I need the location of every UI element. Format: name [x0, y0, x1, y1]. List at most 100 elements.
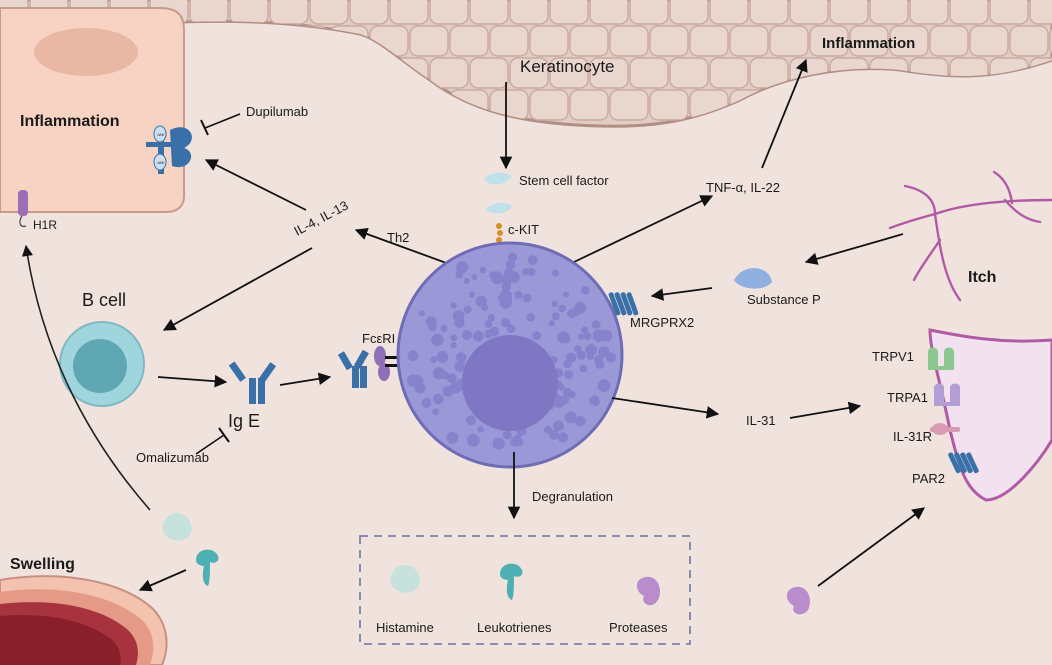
granule: [605, 352, 617, 363]
granule: [472, 330, 484, 342]
keratinocyte-cell: [829, 0, 869, 25]
keratinocyte-cell: [469, 57, 509, 89]
granule: [497, 294, 504, 302]
mast-cell: [396, 241, 624, 469]
granule: [456, 261, 469, 274]
granule: [430, 356, 438, 363]
keratinocyte-cell: [809, 25, 849, 57]
inflammation-left-label: Inflammation: [20, 113, 120, 130]
granule: [508, 271, 520, 283]
granule: [510, 436, 521, 447]
granule: [440, 325, 448, 333]
trpv1-channel-icon: [928, 347, 954, 370]
swelling-label: Swelling: [10, 556, 75, 573]
keratinocyte-cell: [589, 57, 629, 89]
keratinocyte-cell: [449, 25, 489, 57]
keratinocyte-cell: [569, 25, 609, 57]
keratinocyte-cell: [1009, 25, 1049, 57]
granule: [581, 285, 590, 295]
stem-cell-factor-icon: [484, 172, 512, 214]
granule: [475, 295, 487, 307]
granule: [450, 381, 462, 394]
trpa1-label: TRPA1: [887, 390, 928, 405]
granule: [552, 269, 559, 277]
granule: [450, 342, 457, 349]
granule: [468, 291, 476, 298]
blood-vessel: [0, 575, 168, 665]
omalizumab-inhibition-bar: [218, 427, 230, 443]
par2-label: PAR2: [912, 471, 945, 486]
trpa1-channel-icon: [934, 383, 960, 406]
jak-label-top: JAK: [157, 132, 165, 137]
keratinocyte-cell: [429, 0, 469, 25]
substance-p-to-mrgprx2-arrow: [650, 287, 713, 301]
keratinocyte-cell: [409, 25, 449, 57]
keratinocyte-cell: [609, 89, 649, 121]
granule: [414, 374, 422, 382]
granule: [576, 350, 586, 360]
h1r-receptor-icon: [18, 190, 28, 227]
granule: [454, 360, 466, 372]
omalizumab-label: Omalizumab: [136, 450, 209, 465]
granule: [502, 430, 512, 440]
keratinocyte-cell: [949, 0, 989, 25]
il31-to-neuron-arrow: [789, 401, 862, 419]
trpv1-label: TRPV1: [872, 349, 914, 364]
granule: [414, 382, 426, 394]
keratinocyte-cell: [929, 25, 969, 57]
il4-to-b-cell-arrow: [162, 247, 313, 331]
mast-to-tnf-arrow: [573, 195, 714, 263]
substance-p-icon: [734, 268, 772, 289]
keratinocyte-cell: [269, 0, 309, 25]
granule: [560, 395, 570, 405]
keratinocyte-cell: [649, 25, 689, 57]
granule: [437, 351, 447, 362]
free-protease-icon: [786, 586, 811, 615]
keratinocyte-cell: [589, 0, 629, 25]
keratinocyte-cell: [1029, 0, 1052, 25]
b-cell-nucleus: [73, 339, 127, 393]
keratinocyte-cell: [489, 25, 529, 57]
granule: [479, 266, 487, 274]
keratinocyte-cell: [189, 0, 229, 25]
keratinocyte-cell: [749, 0, 789, 25]
th2-label: Th2: [387, 230, 409, 245]
omalizumab-inhibition-line: [195, 434, 225, 455]
keratinocyte-cell: [509, 57, 549, 89]
granule: [514, 290, 523, 300]
granule: [566, 352, 577, 363]
granule: [462, 329, 473, 341]
granule: [507, 252, 517, 262]
keratinocyte-cell: [429, 57, 469, 89]
granule: [591, 320, 601, 329]
fceri-receptor-icon: [337, 346, 405, 388]
il31r-label: IL-31R: [893, 429, 932, 444]
b-cell-to-ige-arrow: [157, 374, 228, 388]
granule: [595, 360, 605, 369]
il4-to-receptor-arrow: [204, 159, 307, 211]
dupilumab-inhibition-line: [204, 113, 241, 129]
tnf-il22-label: TNF-α, IL-22: [706, 180, 780, 195]
mast-cell-nucleus: [462, 335, 558, 431]
granule: [456, 352, 467, 363]
granule: [484, 320, 493, 329]
free-leukotriene-icon: [196, 549, 219, 586]
granule: [557, 331, 570, 344]
mediators-box: [359, 535, 691, 645]
keratinocyte-cell: [669, 57, 709, 89]
degranulation-label: Degranulation: [532, 489, 613, 504]
keratinocyte-cell: [509, 0, 549, 25]
keratinocyte-cell: [989, 0, 1029, 25]
protease-icon: [636, 576, 661, 606]
granule: [505, 260, 516, 270]
b-cell: [59, 321, 145, 407]
keratinocyte-cell: [789, 0, 829, 25]
granule: [433, 393, 444, 405]
ige-antibody-icon: [228, 361, 277, 404]
keratinocyte-cell: [529, 89, 569, 121]
granule: [450, 334, 458, 342]
mrgprx2-label: MRGPRX2: [630, 315, 694, 330]
granule: [548, 320, 555, 327]
granule: [589, 346, 597, 354]
